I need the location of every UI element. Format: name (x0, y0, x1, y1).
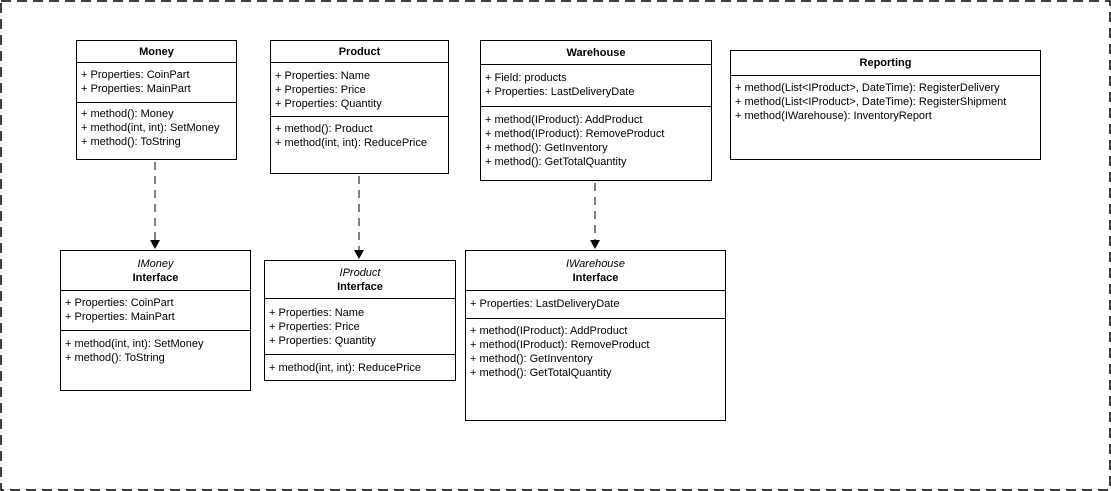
method-item: + method(IWarehouse): InventoryReport (735, 110, 932, 122)
property-item: + Properties: Name (269, 307, 365, 319)
method-item: + method(): ToString (81, 136, 181, 148)
property-item: + Properties: Name (275, 70, 371, 82)
method-item: + method(): GetInventory (470, 353, 593, 365)
method-item: + method(IProduct): AddProduct (470, 325, 628, 337)
properties-section: + Properties: Name + Properties: Price +… (265, 299, 455, 355)
class-warehouse[interactable]: Warehouse + Field: products + Properties… (480, 40, 712, 181)
stereotype-label: IMoney (137, 257, 174, 270)
property-item: + Properties: Quantity (275, 98, 382, 110)
method-item: + method(): GetInventory (485, 142, 608, 154)
class-header: Product (271, 41, 448, 63)
property-item: + Properties: MainPart (65, 311, 175, 323)
class-name: Money (139, 45, 174, 58)
property-item: + Properties: LastDeliveryDate (485, 86, 635, 98)
method-item: + method(): GetTotalQuantity (470, 367, 612, 379)
methods-section: + method(IProduct): AddProduct + method(… (481, 107, 711, 169)
methods-section: + method(List<IProduct>, DateTime): Regi… (731, 76, 1040, 123)
method-item: + method(List<IProduct>, DateTime): Regi… (735, 82, 1000, 94)
interface-iproduct[interactable]: IProduct Interface + Properties: Name + … (264, 260, 456, 381)
method-item: + method(IProduct): RemoveProduct (470, 339, 650, 351)
property-item: + Properties: Price (275, 84, 366, 96)
property-item: + Properties: LastDeliveryDate (470, 298, 620, 310)
class-name: Interface (132, 271, 179, 284)
class-name: Interface (337, 280, 383, 293)
interface-imoney[interactable]: IMoney Interface + Properties: CoinPart … (60, 250, 251, 391)
class-reporting[interactable]: Reporting + method(List<IProduct>, DateT… (730, 50, 1041, 160)
property-item: + Field: products (485, 72, 567, 84)
method-item: + method(IProduct): RemoveProduct (485, 128, 665, 140)
methods-section: + method(IProduct): AddProduct + method(… (466, 319, 725, 380)
class-header: Warehouse (481, 41, 711, 65)
method-item: + method(int, int): ReducePrice (269, 362, 421, 374)
method-item: + method(int, int): SetMoney (65, 338, 204, 350)
method-item: + method(IProduct): AddProduct (485, 114, 643, 126)
property-item: + Properties: MainPart (81, 83, 191, 95)
methods-section: + method(int, int): SetMoney + method():… (61, 331, 250, 365)
methods-section: + method(): Money + method(int, int): Se… (77, 103, 236, 149)
class-header: IProduct Interface (265, 261, 455, 299)
properties-section: + Properties: LastDeliveryDate (466, 291, 725, 319)
class-header: IWarehouse Interface (466, 251, 725, 291)
properties-section: + Field: products + Properties: LastDeli… (481, 65, 711, 107)
method-item: + method(List<IProduct>, DateTime): Regi… (735, 96, 1007, 108)
method-item: + method(): Money (81, 108, 174, 120)
property-item: + Properties: Price (269, 321, 360, 333)
class-product[interactable]: Product + Properties: Name + Properties:… (270, 40, 449, 174)
class-header: Money (77, 41, 236, 63)
property-item: + Properties: CoinPart (81, 69, 190, 81)
method-item: + method(): GetTotalQuantity (485, 156, 627, 168)
methods-section: + method(int, int): ReducePrice (265, 355, 455, 375)
property-item: + Properties: Quantity (269, 335, 376, 347)
method-item: + method(int, int): SetMoney (81, 122, 220, 134)
class-name: Reporting (859, 57, 912, 69)
stereotype-label: IWarehouse (565, 257, 626, 270)
stereotype-label: IProduct (339, 266, 381, 279)
method-item: + method(int, int): ReducePrice (275, 137, 427, 149)
method-item: + method(): Product (275, 123, 373, 135)
class-name: Interface (572, 271, 619, 284)
interface-iwarehouse[interactable]: IWarehouse Interface + Properties: LastD… (465, 250, 726, 421)
class-name: Product (338, 45, 381, 58)
properties-section: + Properties: CoinPart + Properties: Mai… (77, 63, 236, 103)
method-item: + method(): ToString (65, 352, 165, 364)
class-name: Warehouse (566, 46, 626, 59)
methods-section: + method(): Product + method(int, int): … (271, 117, 448, 150)
property-item: + Properties: CoinPart (65, 297, 174, 309)
class-header: IMoney Interface (61, 251, 250, 291)
class-money[interactable]: Money + Properties: CoinPart + Propertie… (76, 40, 237, 160)
properties-section: + Properties: CoinPart + Properties: Mai… (61, 291, 250, 331)
properties-section: + Properties: Name + Properties: Price +… (271, 63, 448, 117)
class-header: Reporting (731, 51, 1040, 76)
